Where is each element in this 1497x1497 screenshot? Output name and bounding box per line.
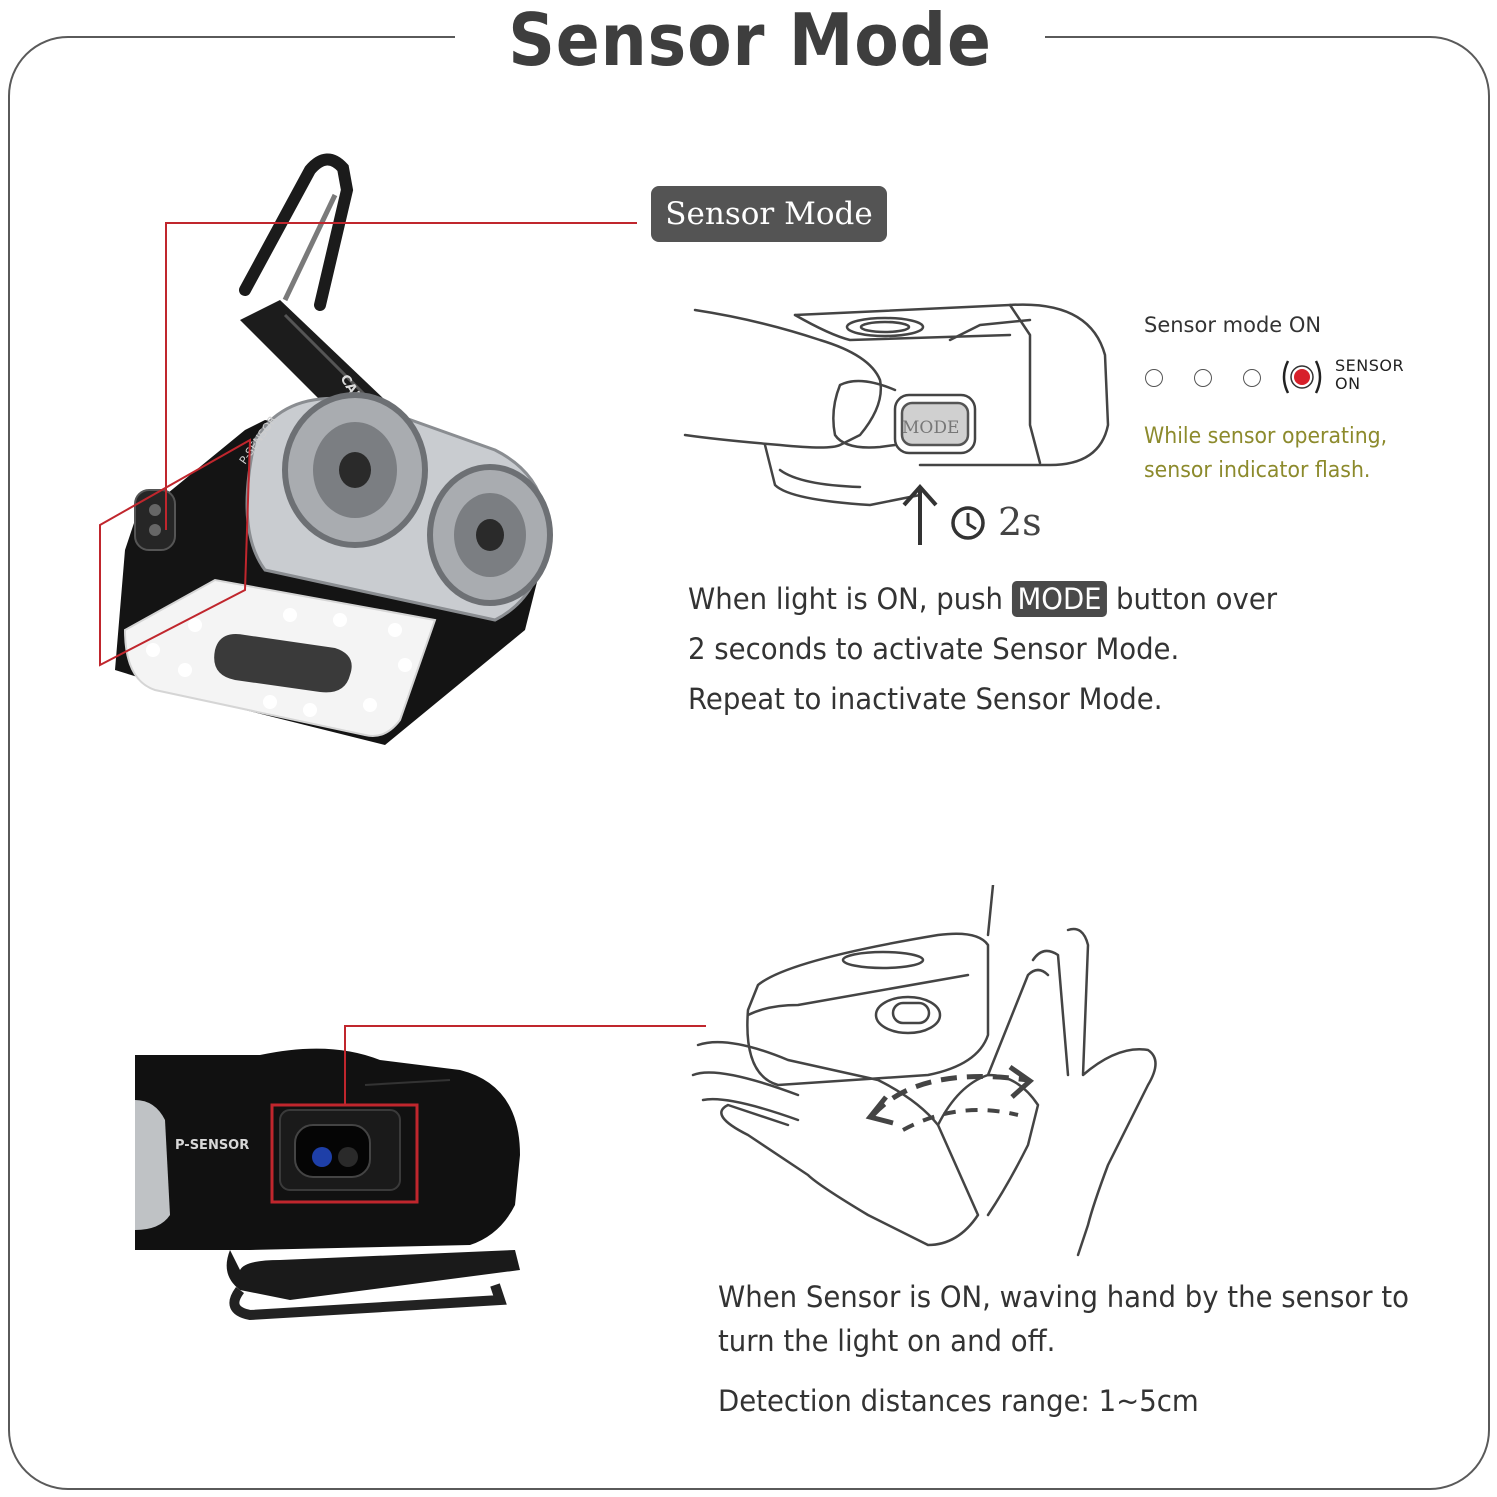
press-duration: 2s [998, 500, 1042, 544]
hand-wave-illustration [691, 885, 1157, 1257]
sensor-on-label: SENSOR ON [1335, 356, 1405, 393]
sensor-mode-callout: Sensor Mode [651, 186, 887, 242]
sensor-flash-note: While sensor operating, sensor indicator… [1144, 424, 1388, 483]
sensor-on-indicator-icon [1282, 360, 1322, 394]
page-title: Sensor Mode [508, 0, 992, 82]
wave-instructions: When Sensor is ON, waving hand by the se… [718, 1275, 1421, 1363]
activation-line-3: Repeat to inactivate Sensor Mode. [688, 682, 1163, 716]
mode-button-chip: MODE [1011, 581, 1108, 617]
wave-line-1: When Sensor is ON, waving hand by the se… [718, 1280, 1410, 1314]
wave-line-2: turn the light on and off. [718, 1324, 1056, 1358]
bottom-callout-horizontal [344, 1025, 706, 1027]
callout-line-vertical [165, 222, 167, 530]
indicator-dot-2 [1194, 369, 1212, 387]
callout-line-horizontal [165, 222, 637, 224]
headlamp-front-image: CAMAL P-SENSOR [99, 153, 553, 745]
bottom-callout-vertical [344, 1025, 346, 1105]
indicator-dot-1 [1145, 369, 1163, 387]
activation-line-1: When light is ON, push MODE button over [688, 581, 1278, 617]
indicator-dot-3 [1243, 369, 1261, 387]
activation-instructions: When light is ON, push MODE button over … [688, 574, 1353, 724]
detection-range: Detection distances range: 1~5cm [718, 1384, 1199, 1418]
press-mode-illustration: MODE [683, 303, 1110, 545]
side-sensor-print: P-SENSOR [175, 1138, 249, 1153]
sensor-mode-on-title: Sensor mode ON [1144, 313, 1322, 337]
title-mask [455, 0, 1045, 80]
mode-button-print: MODE [902, 418, 959, 438]
headlamp-side-image: P-SENSOR [135, 1048, 520, 1321]
activation-line-2: 2 seconds to activate Sensor Mode. [688, 632, 1180, 666]
clock-icon [952, 508, 953, 509]
